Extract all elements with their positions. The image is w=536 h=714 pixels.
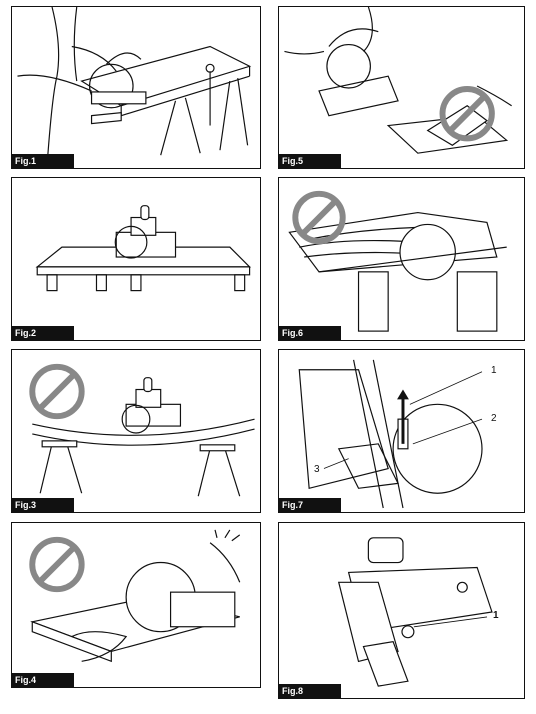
illustration-saw-on-clamped-board [17,7,252,166]
prohibition-icon [292,190,346,245]
illustration-hands-near-blade [29,529,241,663]
figure-panel-2: Fig.2 [11,177,261,341]
figure-label: Fig.4 [12,673,74,687]
illustration-board-sagging-middle [29,363,255,497]
illustration-saw-upright-lever [337,537,493,687]
prohibition-icon [29,536,85,593]
figure-panel-5: Fig.5 [278,6,525,169]
callout-1: 1 [493,610,499,621]
figure-label: Fig.6 [279,326,341,340]
prohibition-icon [439,86,495,142]
figure-panel-7: 1 2 3 Fig.7 [278,349,525,513]
figure-panel-6: Fig.6 [278,177,525,341]
figure-label: Fig.5 [279,154,341,168]
callout-2: 2 [491,413,497,424]
figure-panel-1: Fig.1 [11,6,261,169]
figure-label: Fig.8 [279,684,341,698]
prohibition-icon [29,363,85,420]
figure-label: Fig.7 [279,498,341,512]
figure-panel-4: Fig.4 [11,522,261,688]
callout-1: 1 [491,365,497,376]
figure-panel-8: 1 Fig.8 [278,522,525,699]
illustration-kickback-wood-grain [288,190,507,332]
figure-panel-3: Fig.3 [11,349,261,513]
callout-3: 3 [314,464,320,475]
figure-label: Fig.1 [12,154,74,168]
illustration-lower-guard-lever [298,359,483,509]
figure-label: Fig.2 [12,326,74,340]
up-arrow-icon [397,389,409,444]
figure-label: Fig.3 [12,498,74,512]
illustration-cutting-small-piece [284,7,512,154]
illustration-board-supported-ends [35,205,252,292]
